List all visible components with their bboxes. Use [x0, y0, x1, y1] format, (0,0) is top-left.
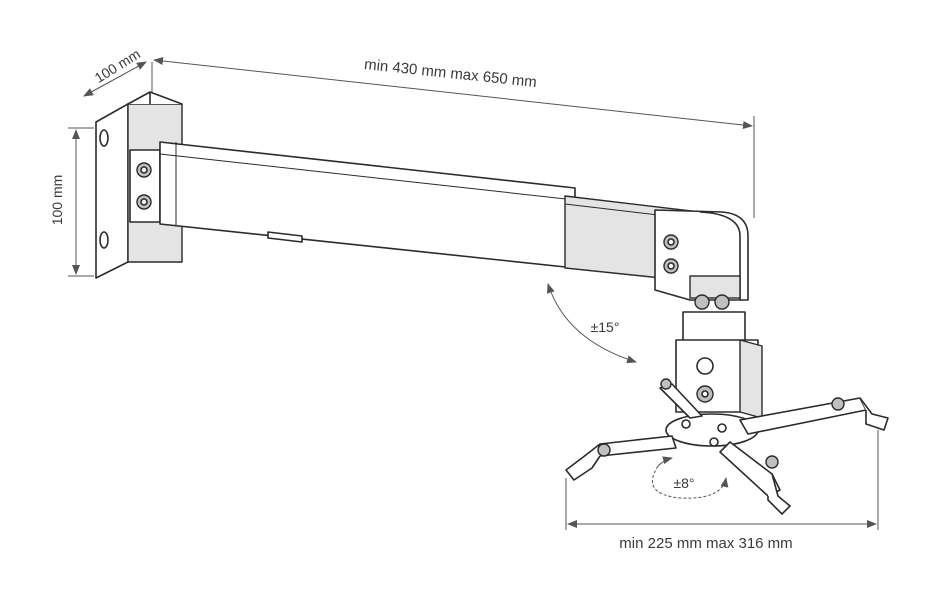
plate-depth-label: 100 mm: [92, 46, 143, 86]
rotation-label: ±8°: [673, 475, 694, 491]
tilt-head: [675, 311, 763, 419]
bracket-span-dimension: min 225 mm max 316 mm: [565, 430, 879, 552]
bolt: [714, 294, 730, 310]
rotation-indicator: ±8°: [652, 456, 729, 499]
spider-bracket: [565, 378, 889, 515]
nut: [831, 397, 845, 411]
bracket-span-label: min 225 mm max 316 mm: [619, 535, 792, 552]
nut: [660, 378, 672, 390]
tilt-indicator: ±15°: [546, 283, 637, 364]
nut: [765, 455, 779, 469]
bolt: [694, 294, 710, 310]
plate-height-dimension: 100 mm: [49, 127, 94, 277]
mount-hole: [99, 231, 109, 249]
tilt-label: ±15°: [591, 319, 620, 335]
plate-height-label: 100 mm: [49, 175, 65, 226]
plate-depth-dimension: 100 mm: [83, 46, 147, 97]
nut: [597, 443, 611, 457]
mount-hole: [99, 129, 109, 147]
telescopic-arm: [159, 141, 749, 310]
